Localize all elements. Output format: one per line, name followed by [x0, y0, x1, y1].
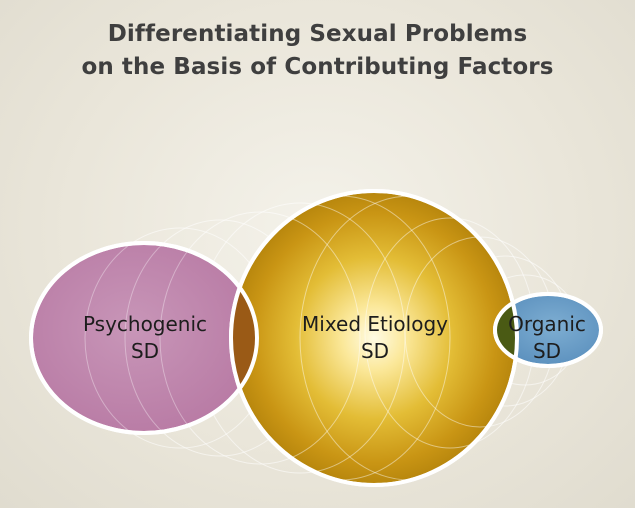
psychogenic-label-line-2: SD — [131, 339, 159, 363]
mixed-etiology-label-line-2: SD — [361, 339, 389, 363]
organic-label-line-1: Organic — [508, 312, 586, 336]
diagram-title-line-2: on the Basis of Contributing Factors — [81, 54, 554, 80]
psychogenic-label-line-1: Psychogenic — [83, 312, 207, 336]
organic-outline — [493, 292, 603, 368]
mixed-etiology-label-line-1: Mixed Etiology — [302, 312, 448, 336]
mixed-etiology-outline — [229, 189, 519, 487]
psychogenic-outline — [29, 241, 259, 435]
organic-label-line-2: SD — [533, 339, 561, 363]
diagram-title-line-1: Differentiating Sexual Problems — [107, 21, 528, 47]
psychogenic-rings — [84, 243, 257, 433]
